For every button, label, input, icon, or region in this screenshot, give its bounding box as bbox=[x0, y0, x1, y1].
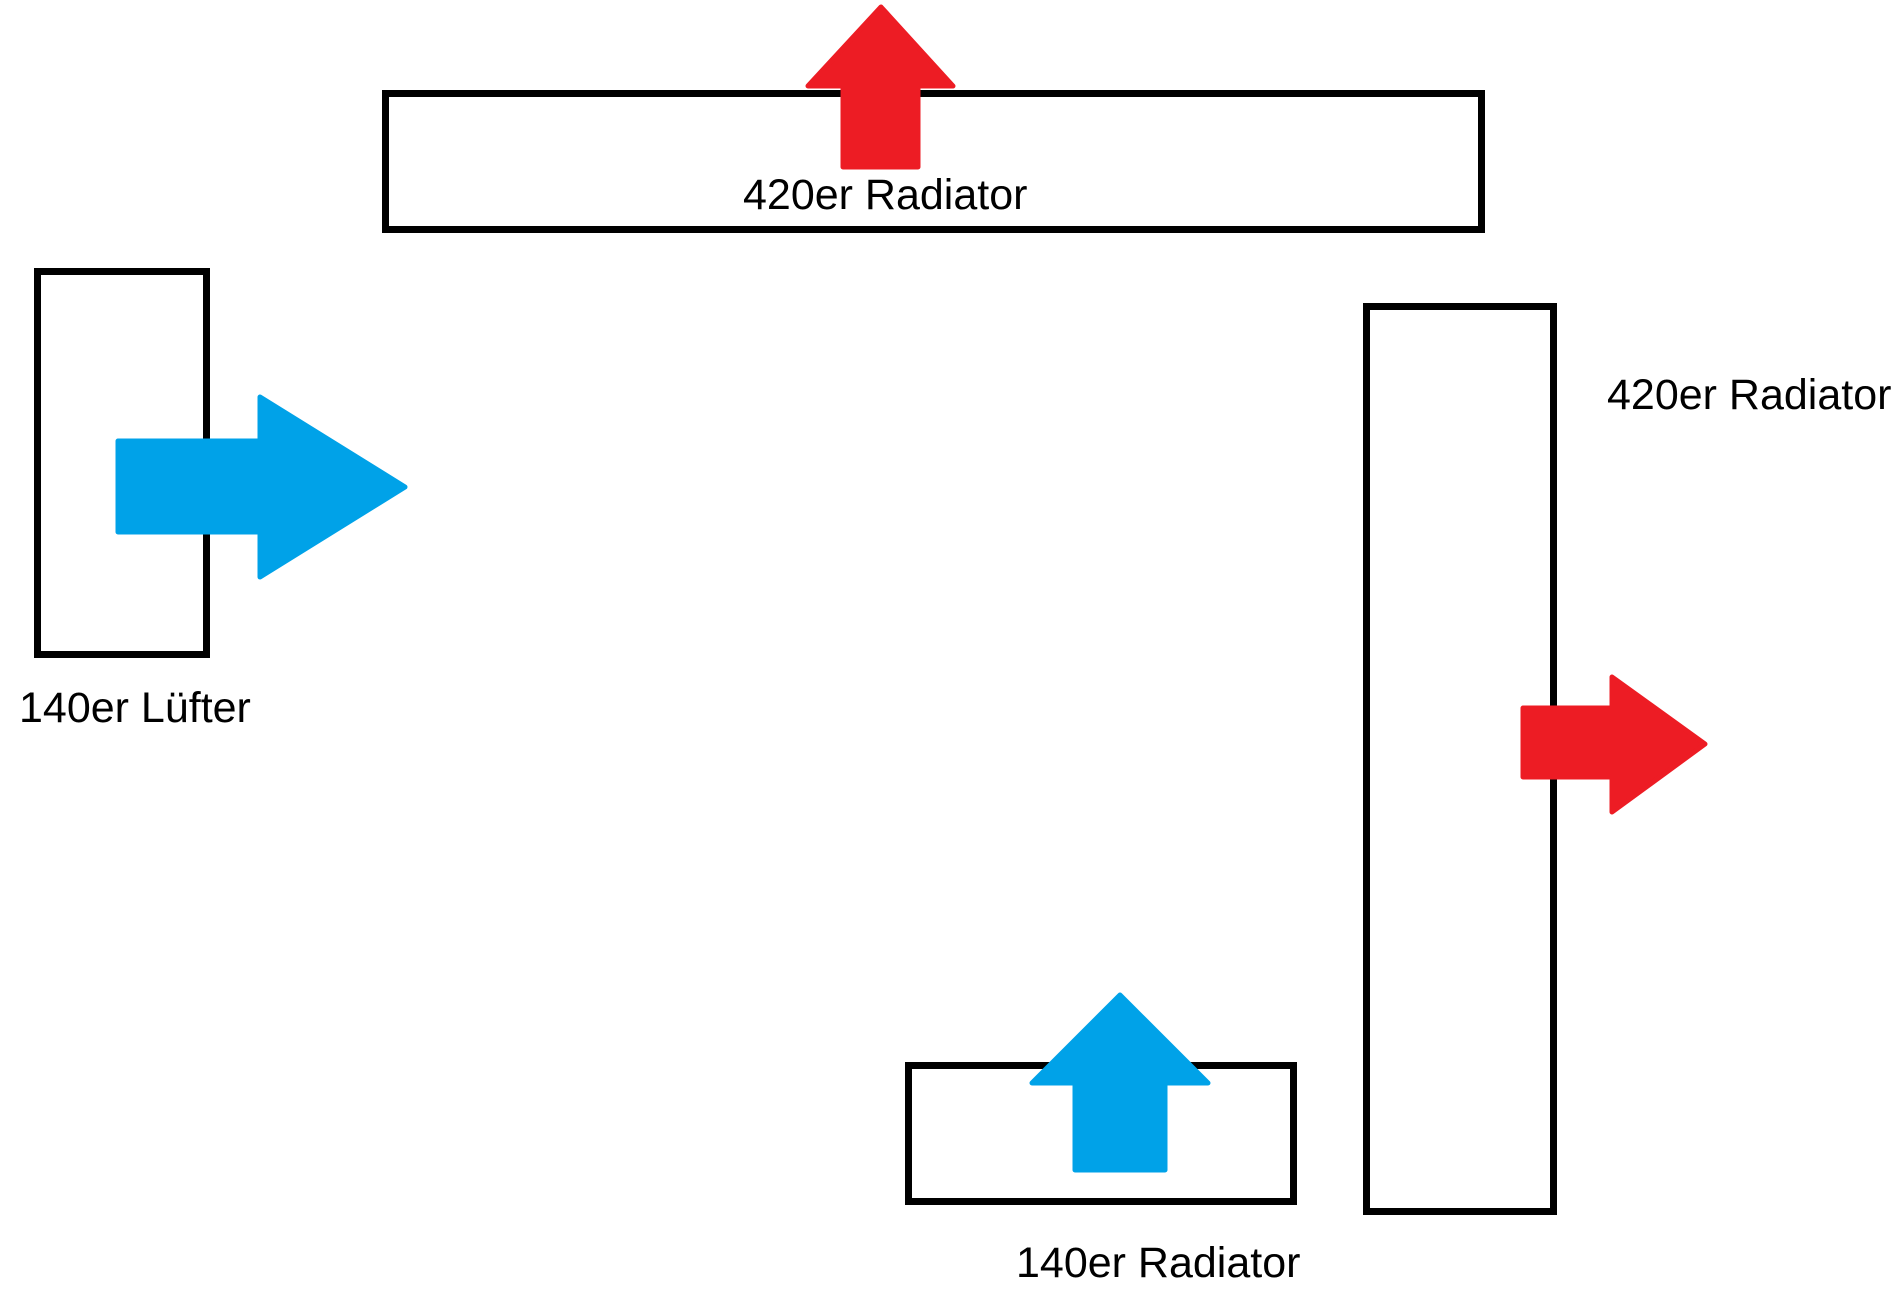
radiator-420-top-box bbox=[382, 90, 1485, 233]
exhaust-arrow-up-shape bbox=[805, 4, 956, 170]
radiator-420-right-label: 420er Radiator bbox=[1607, 371, 1892, 419]
fan-140-left-label: 140er Lüfter bbox=[19, 684, 251, 732]
radiator-140-bottom-label: 140er Radiator bbox=[1016, 1239, 1301, 1287]
exhaust-arrow-right-shape bbox=[1520, 674, 1708, 815]
intake-arrow-up-shape bbox=[1029, 992, 1211, 1173]
radiator-420-top-label: 420er Radiator bbox=[743, 171, 1028, 219]
intake-arrow-right-shape bbox=[115, 394, 408, 580]
exhaust-arrow-up-icon bbox=[805, 4, 956, 170]
exhaust-arrow-right-icon bbox=[1520, 674, 1708, 815]
intake-arrow-right-icon bbox=[115, 394, 408, 580]
intake-arrow-up-icon bbox=[1029, 992, 1211, 1173]
